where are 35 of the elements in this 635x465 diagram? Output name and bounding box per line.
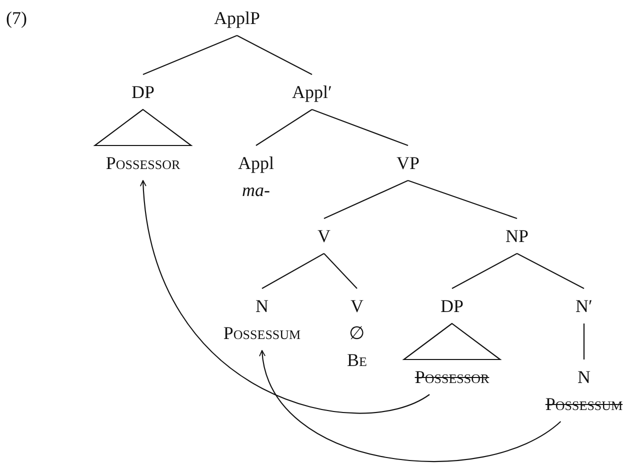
struck-text: Possessor [414,366,490,388]
tree-branch [312,108,408,146]
italic-text: ma- [241,178,271,202]
category-label: N′ [576,294,592,318]
roof-triangle [402,322,502,360]
category-label: ApplP [214,6,260,30]
struck-text: Possessum [545,392,623,416]
category-label: V [350,294,364,318]
category-label: Appl [238,152,274,175]
category-label: ∅ [348,322,366,344]
category-label: N [576,366,592,388]
tree-branch [256,109,312,146]
tree-branch [236,35,312,75]
small-caps-text: Possessor [106,152,180,174]
roof-triangle [93,108,193,146]
tree-branch [583,324,585,360]
movement-arrow [260,350,562,462]
tree-branch [324,180,408,219]
category-label: Appl′ [292,80,332,104]
tree-branch [324,253,358,289]
category-label: NP [506,224,528,248]
small-caps-text: Possessum [223,322,301,344]
category-label: N [254,294,270,318]
tree-branch [262,253,324,289]
tree-branch [408,180,518,220]
category-label: V [318,224,330,248]
tree-branch [516,253,584,289]
category-label: VP [396,152,420,174]
example-number: (7) [6,7,27,29]
movement-arrow [140,180,430,414]
tree-branch [142,35,238,75]
small-caps-text: Be [347,348,367,372]
category-label: DP [440,294,464,318]
category-label: DP [132,80,154,104]
tree-branch [452,253,518,289]
